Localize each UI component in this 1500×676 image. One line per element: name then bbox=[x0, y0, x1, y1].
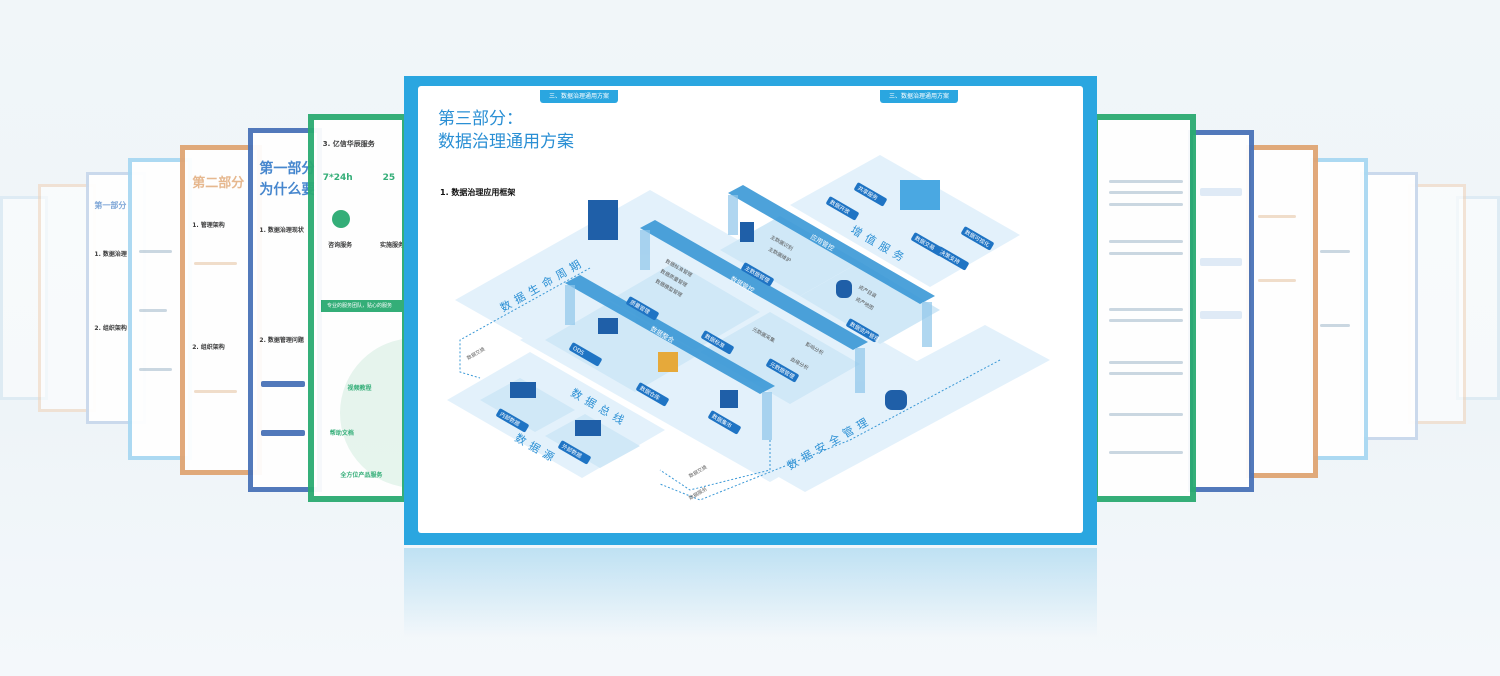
item-title: 帮助文档 bbox=[329, 430, 354, 438]
side-page-heading: 1. 数据治理现状 bbox=[259, 227, 304, 235]
side-page-heading: 2. 组织架构 bbox=[192, 344, 225, 351]
section-tab: 三、数据治理通用方案 bbox=[880, 90, 958, 103]
service-banner: 专业的服务团队，贴心的服务 bbox=[321, 300, 402, 313]
side-page-title: 第一部分 bbox=[94, 200, 127, 210]
page-title-line: 第三部分： bbox=[438, 109, 523, 129]
item-title: 视频教程 bbox=[347, 385, 372, 393]
value-service-plane bbox=[790, 155, 1020, 287]
lifecycle-plane bbox=[455, 190, 770, 368]
page-reflection bbox=[404, 548, 1097, 676]
dashboard-icon bbox=[900, 180, 940, 210]
side-page-title: 第二部分 bbox=[192, 176, 245, 192]
section-heading: 1. 数据治理应用框架 bbox=[440, 188, 516, 197]
flow-label: 数据交换 bbox=[466, 346, 487, 362]
side-page-heading: 1. 管理架构 bbox=[192, 222, 225, 230]
side-page-heading: 2. 数据管理问题 bbox=[259, 336, 304, 344]
side-page-heading: 2. 组织架构 bbox=[94, 324, 127, 332]
footer-text: 全方位产品服务 bbox=[340, 471, 383, 479]
server-icon bbox=[510, 382, 536, 398]
side-page-heading: 3. 亿信华辰服务 bbox=[322, 139, 375, 148]
section-tab: 三、数据治理通用方案 bbox=[540, 90, 618, 103]
card-title: 实施服务 bbox=[380, 242, 405, 250]
storage-icon bbox=[740, 222, 754, 242]
mart-icon bbox=[720, 390, 738, 408]
headset-icon bbox=[331, 210, 350, 229]
stat-value: 7*24h bbox=[322, 172, 353, 183]
side-page-heading: 1. 数据治理 bbox=[94, 250, 127, 258]
server-icon bbox=[575, 420, 601, 436]
side-page-right-5 bbox=[1360, 172, 1418, 440]
warehouse-icon bbox=[658, 352, 678, 372]
badge-label: ODS bbox=[571, 346, 585, 357]
side-page-title: 第一部分 bbox=[259, 160, 316, 177]
flow-label: 数据交换 bbox=[688, 464, 709, 480]
database-icon bbox=[836, 280, 852, 298]
diagram-badge: ODS bbox=[569, 342, 602, 367]
page-title-line: 数据治理通用方案 bbox=[438, 132, 574, 152]
side-page-subtitle: 为什么要 bbox=[259, 182, 316, 199]
server-cluster-icon bbox=[588, 200, 618, 240]
ods-icon bbox=[598, 318, 618, 334]
shield-database-icon bbox=[885, 390, 907, 410]
card-title: 咨询服务 bbox=[328, 242, 353, 250]
page-title: 第三部分： 数据治理通用方案 bbox=[438, 108, 574, 154]
stat-value: 25 bbox=[382, 172, 396, 183]
